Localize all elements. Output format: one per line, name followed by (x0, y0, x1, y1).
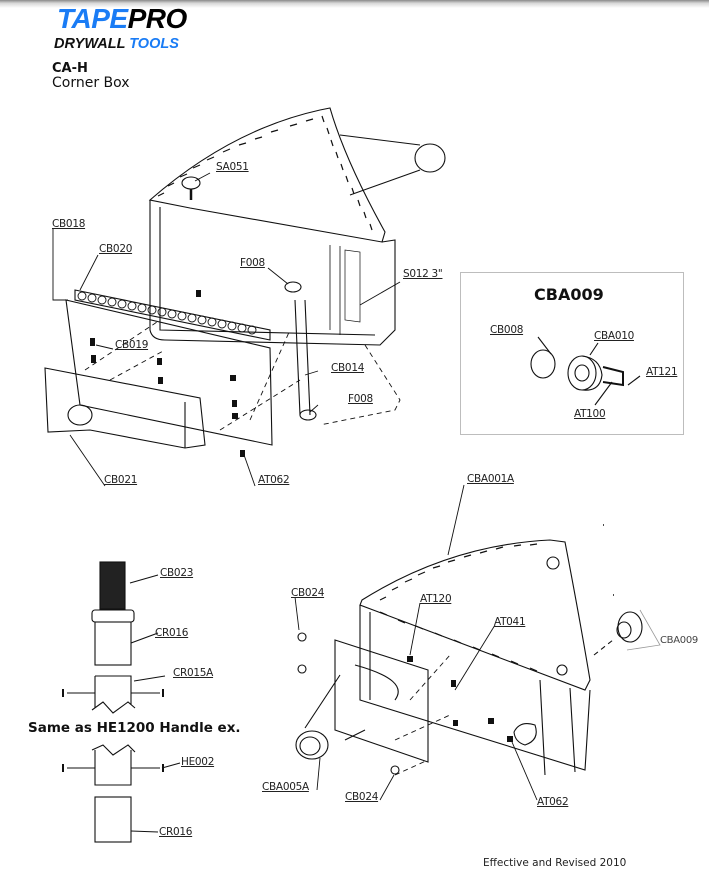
tagline-drywall: DRYWALL (54, 36, 126, 52)
logo-part-pro: PRO (127, 3, 188, 34)
part-label-sa051: SA051 (216, 161, 249, 173)
part-label-at062-bottom: AT062 (537, 796, 569, 808)
logo-wordmark: TAPEPRO (57, 4, 187, 34)
part-label-cb019: CB019 (115, 339, 149, 351)
product-name: Corner Box (52, 75, 130, 91)
cba009-inset-box (460, 272, 684, 435)
part-label-at062-top: AT062 (258, 474, 290, 486)
corner-box-top-assembly (44, 107, 446, 487)
handle-note: Same as HE1200 Handle ex. (28, 720, 241, 736)
part-label-f008-bottom: F008 (348, 393, 373, 405)
part-label-he002: HE002 (181, 756, 215, 768)
part-label-at100: AT100 (574, 408, 606, 420)
part-label-cb024-top: CB024 (291, 587, 325, 599)
part-label-cr015a: CR015A (173, 667, 214, 679)
tagline-tools: TOOLS (129, 36, 179, 52)
part-label-at121: AT121 (646, 366, 678, 378)
logo-tagline: DRYWALL TOOLS (54, 36, 179, 52)
model-number: CA-H (52, 61, 88, 76)
footer-revision: Effective and Revised 2010 (483, 857, 627, 869)
part-label-cba001a: CBA001A (467, 473, 514, 485)
part-label-cba005a: CBA005A (262, 781, 309, 793)
corner-box-bottom-assembly (294, 484, 661, 801)
part-label-s012: S012 3" (403, 268, 443, 280)
part-label-cb008: CB008 (490, 324, 524, 336)
logo-part-tape: TAPE (57, 3, 128, 34)
part-label-cb014: CB014 (331, 362, 365, 374)
handle-drawing (62, 561, 181, 843)
part-label-cba009-side: CBA009 (660, 635, 698, 646)
cba009-inset-drawing (530, 336, 641, 406)
part-label-cb021: CB021 (104, 474, 138, 486)
part-label-cr016-top: CR016 (155, 627, 189, 639)
part-label-at041: AT041 (494, 616, 526, 628)
part-label-cb018: CB018 (52, 218, 86, 230)
part-label-cb020: CB020 (99, 243, 133, 255)
part-label-at120: AT120 (420, 593, 452, 605)
part-label-cr016-bottom: CR016 (159, 826, 193, 838)
part-label-cba010: CBA010 (594, 330, 634, 342)
part-label-f008-top: F008 (240, 257, 265, 269)
top-border (0, 0, 709, 8)
part-label-cb023: CB023 (160, 567, 194, 579)
inset-title: CBA009 (534, 285, 604, 304)
part-label-cb024-bottom: CB024 (345, 791, 379, 803)
